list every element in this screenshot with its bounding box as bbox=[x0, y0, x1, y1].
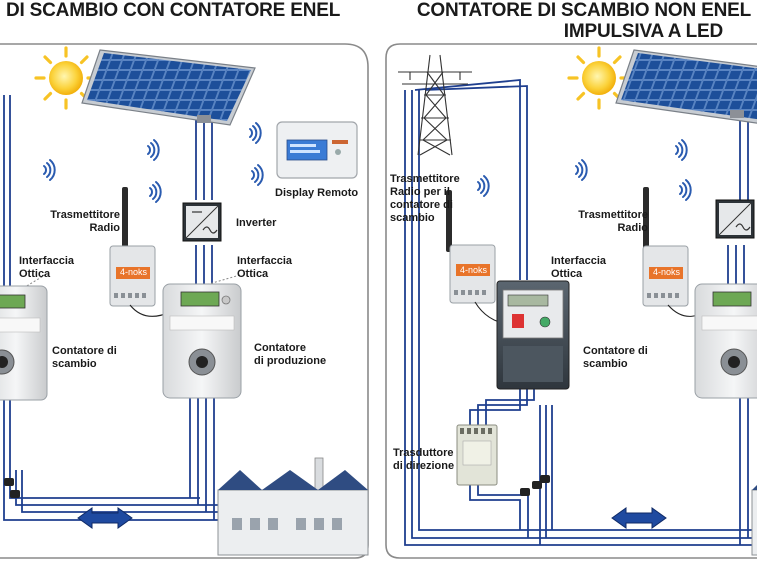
label-trasduttore: Trasduttore bbox=[393, 447, 454, 459]
solar-panel-icon bbox=[615, 49, 757, 124]
label-contatore-produzione: Contatore bbox=[254, 342, 306, 354]
label-interfaccia-ottica-production: Interfaccia bbox=[237, 255, 293, 267]
label-contatore-di: contatore di bbox=[390, 199, 453, 211]
label-trasmettitore-radio-scambio: Trasmettitore bbox=[390, 173, 460, 185]
remote-display-icon bbox=[276, 121, 358, 179]
label-contatore-scambio: Contatore di bbox=[52, 345, 117, 357]
label-inverter: Inverter bbox=[236, 217, 277, 229]
label-radio-right: Radio bbox=[617, 222, 648, 234]
factory-icon bbox=[751, 485, 757, 556]
label-trasmettitore-right: Trasmettitore bbox=[578, 209, 648, 221]
factory-icon bbox=[217, 457, 369, 556]
power-pylon-icon bbox=[398, 54, 472, 156]
right-panel-frame bbox=[385, 43, 757, 559]
left-panel-title: DI SCAMBIO CON CONTATORE ENEL bbox=[6, 0, 341, 21]
left-panel-frame bbox=[0, 43, 369, 559]
radio-transmitter-icon bbox=[109, 187, 156, 307]
clamp-icon bbox=[4, 475, 550, 498]
label-scambio-radio: scambio bbox=[390, 212, 435, 224]
inverter-icon bbox=[715, 199, 755, 239]
radio-wave-icon bbox=[43, 122, 692, 203]
label-di-produzione: di produzione bbox=[254, 355, 327, 367]
label-interfaccia-ottica-exchange: Interfaccia bbox=[19, 255, 75, 267]
radio-transmitter-icon bbox=[642, 187, 689, 307]
label-ottica-nonenel: Ottica bbox=[551, 268, 583, 280]
right-panel-subtitle: IMPULSIVA A LED bbox=[563, 21, 723, 42]
bidirectional-arrow-icon bbox=[611, 507, 667, 529]
label-display-remoto: Display Remoto bbox=[275, 187, 359, 199]
production-meter-icon bbox=[162, 283, 242, 399]
radio-transmitter-icon bbox=[446, 190, 496, 304]
bidirectional-arrow-icon bbox=[77, 507, 133, 529]
solar-panel-icon bbox=[81, 49, 256, 126]
label-ottica-production: Ottica bbox=[237, 268, 269, 280]
device-tag: 4-noks bbox=[120, 267, 148, 277]
label-contatore-scambio-nonenel: Contatore di bbox=[583, 345, 648, 357]
production-meter-icon bbox=[694, 283, 757, 399]
label-scambio-nonenel: scambio bbox=[583, 358, 628, 370]
direction-transducer-icon bbox=[456, 424, 498, 486]
label-radio: Radio bbox=[89, 222, 120, 234]
label-trasmettitore: Trasmettitore bbox=[50, 209, 120, 221]
label-scambio: scambio bbox=[52, 358, 97, 370]
inverter-icon bbox=[182, 202, 222, 242]
exchange-meter-icon bbox=[0, 285, 48, 401]
right-panel-title: CONTATORE DI SCAMBIO NON ENEL bbox=[416, 0, 751, 21]
right-wiring bbox=[404, 79, 757, 546]
electronic-meter-icon bbox=[496, 280, 570, 390]
label-di-direzione: di direzione bbox=[393, 460, 455, 472]
label-interfaccia-ottica-nonenel: Interfaccia bbox=[551, 255, 607, 267]
label-ottica-exchange: Ottica bbox=[19, 268, 51, 280]
left-wiring bbox=[3, 95, 360, 521]
label-radio-per-il: Radio per il bbox=[390, 186, 450, 198]
device-tag: 4-noks bbox=[653, 267, 681, 277]
device-tag: 4-noks bbox=[460, 265, 488, 275]
